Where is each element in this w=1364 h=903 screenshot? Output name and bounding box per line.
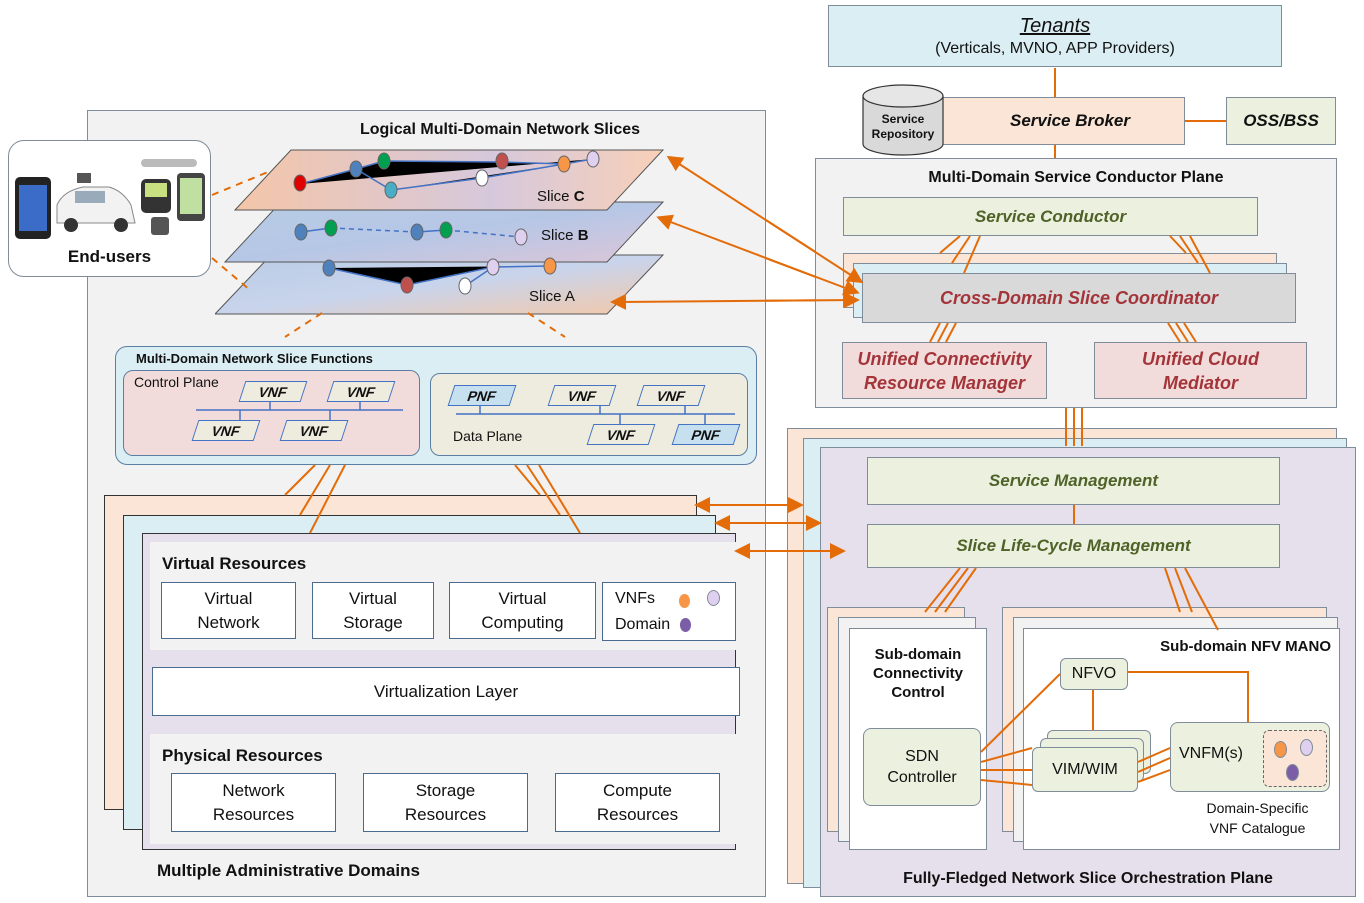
vnf-cp-4: VNF <box>279 420 349 441</box>
slice-b-letter: B <box>577 227 589 244</box>
connectivity-manager-line2: Resource Manager <box>863 372 1026 393</box>
compute-resources-box: Compute Resources <box>555 773 720 832</box>
compute-resources-l1: Compute <box>603 780 672 800</box>
tenants-title: Tenants <box>1019 14 1091 37</box>
cloud-mediator-line2: Mediator <box>1162 372 1238 393</box>
admin-domains-label: Multiple Administrative Domains <box>157 861 420 880</box>
lilac-vnf-icon <box>707 590 720 606</box>
network-resources-l1: Network <box>222 780 285 800</box>
end-user-devices-icon <box>15 159 205 239</box>
vnf-catalogue-icons <box>1263 730 1327 787</box>
tenants-subtitle: (Verticals, MVNO, APP Providers) <box>935 39 1175 57</box>
vnf-catalogue-label: Domain-Specific VNF Catalogue <box>1185 796 1330 840</box>
end-users-label: End-users <box>67 247 152 266</box>
virtual-storage-l1: Virtual <box>349 588 397 608</box>
pnf-dp-1: PNF <box>447 385 517 406</box>
vnf-dp-1: VNF <box>547 385 617 406</box>
sdn-controller-box: SDN Controller <box>863 728 981 806</box>
conductor-plane-title: Multi-Domain Service Conductor Plane <box>928 169 1224 186</box>
slice-c-label: Slice C <box>537 188 585 205</box>
virtual-computing-box: Virtual Computing <box>449 582 596 639</box>
nfv-mano-title: Sub-domain NFV MANO <box>1160 638 1331 655</box>
cloud-mediator-box: Unified Cloud Mediator <box>1094 342 1307 399</box>
lifecycle-box: Slice Life-Cycle Management <box>867 524 1280 568</box>
slice-b-label: Slice B <box>541 227 589 244</box>
virtual-computing-l1: Virtual <box>498 588 547 608</box>
repository-cylinder-icon <box>862 84 944 156</box>
slice-functions-title: Multi-Domain Network Slice Functions <box>136 351 373 366</box>
service-management-box: Service Management <box>867 457 1280 505</box>
slices-title: Logical Multi-Domain Network Slices <box>359 121 641 138</box>
storage-resources-l2: Resources <box>404 804 487 824</box>
virtual-network-box: Virtual Network <box>161 582 296 639</box>
subdomain-conn-line1: Sub-domain <box>874 646 962 663</box>
storage-resources-box: Storage Resources <box>363 773 528 832</box>
service-broker-box: Service Broker <box>925 97 1185 145</box>
data-plane-label: Data Plane <box>453 428 523 444</box>
virtualization-layer-box: Virtualization Layer <box>152 667 740 716</box>
pnf-dp-2: PNF <box>671 424 741 445</box>
vim-wim-box: VIM/WIM <box>1032 747 1138 792</box>
vnf-cp-2: VNF <box>326 381 396 402</box>
lilac-vnf-icon <box>1300 739 1313 756</box>
vnf-dp-3: VNF <box>586 424 656 445</box>
virtual-resources-title: Virtual Resources <box>162 554 307 573</box>
network-resources-l2: Resources <box>212 804 295 824</box>
tenants-box: Tenants (Verticals, MVNO, APP Providers) <box>828 5 1282 67</box>
sdn-line2: Controller <box>887 769 957 786</box>
vnf-cp-1: VNF <box>238 381 308 402</box>
virtual-storage-l2: Storage <box>343 612 403 632</box>
vnf-dp-2: VNF <box>636 385 706 406</box>
catalogue-line2: VNF Catalogue <box>1209 820 1306 836</box>
catalogue-line1: Domain-Specific <box>1206 800 1309 816</box>
virtual-network-l1: Virtual <box>204 588 253 608</box>
slice-planes <box>215 149 665 315</box>
sdn-line1: SDN <box>905 748 939 765</box>
virtual-computing-l2: Computing <box>481 612 564 632</box>
vnfs-label: VNFs <box>615 590 655 607</box>
purple-vnf-icon <box>1286 764 1299 781</box>
service-broker-label: Service Broker <box>1009 111 1131 130</box>
orchestration-plane-title: Fully-Fledged Network Slice Orchestratio… <box>903 870 1273 887</box>
orange-vnf-icon <box>1274 741 1287 758</box>
subdomain-conn-line2: Connectivity <box>872 665 963 682</box>
nfvo-box: NFVO <box>1060 658 1128 690</box>
slice-b-prefix: Slice <box>541 227 578 244</box>
vnfs-domain-box: VNFs Domain <box>602 582 736 641</box>
control-plane-label: Control Plane <box>134 374 219 390</box>
physical-resources-title: Physical Resources <box>162 746 323 765</box>
vnfm-box: VNFM(s) <box>1170 722 1330 792</box>
domain-label: Domain <box>615 616 671 633</box>
virtual-network-l2: Network <box>197 612 260 632</box>
storage-resources-l1: Storage <box>415 780 476 800</box>
slice-c-prefix: Slice <box>537 188 574 205</box>
end-users-box: End-users <box>8 140 211 277</box>
virtual-storage-box: Virtual Storage <box>312 582 434 639</box>
connectivity-manager-box: Unified Connectivity Resource Manager <box>842 342 1047 399</box>
vnf-cp-3: VNF <box>191 420 261 441</box>
connectivity-manager-line1: Unified Connectivity <box>857 348 1032 369</box>
compute-resources-l2: Resources <box>596 804 679 824</box>
orange-vnf-icon <box>679 594 690 608</box>
subdomain-conn-line3: Control <box>891 684 945 701</box>
network-resources-box: Network Resources <box>171 773 336 832</box>
service-repository-label: Service Repository <box>871 112 935 141</box>
slice-coordinator-box: Cross-Domain Slice Coordinator <box>862 273 1296 323</box>
cloud-mediator-line1: Unified Cloud <box>1142 348 1259 369</box>
vnfm-label: VNFM(s) <box>1179 745 1243 762</box>
purple-vnf-icon <box>680 618 691 632</box>
oss-bss-box: OSS/BSS <box>1226 97 1336 145</box>
slice-a-label: Slice A <box>529 288 575 305</box>
service-conductor-box: Service Conductor <box>843 197 1258 236</box>
slice-c-letter: C <box>573 188 585 205</box>
